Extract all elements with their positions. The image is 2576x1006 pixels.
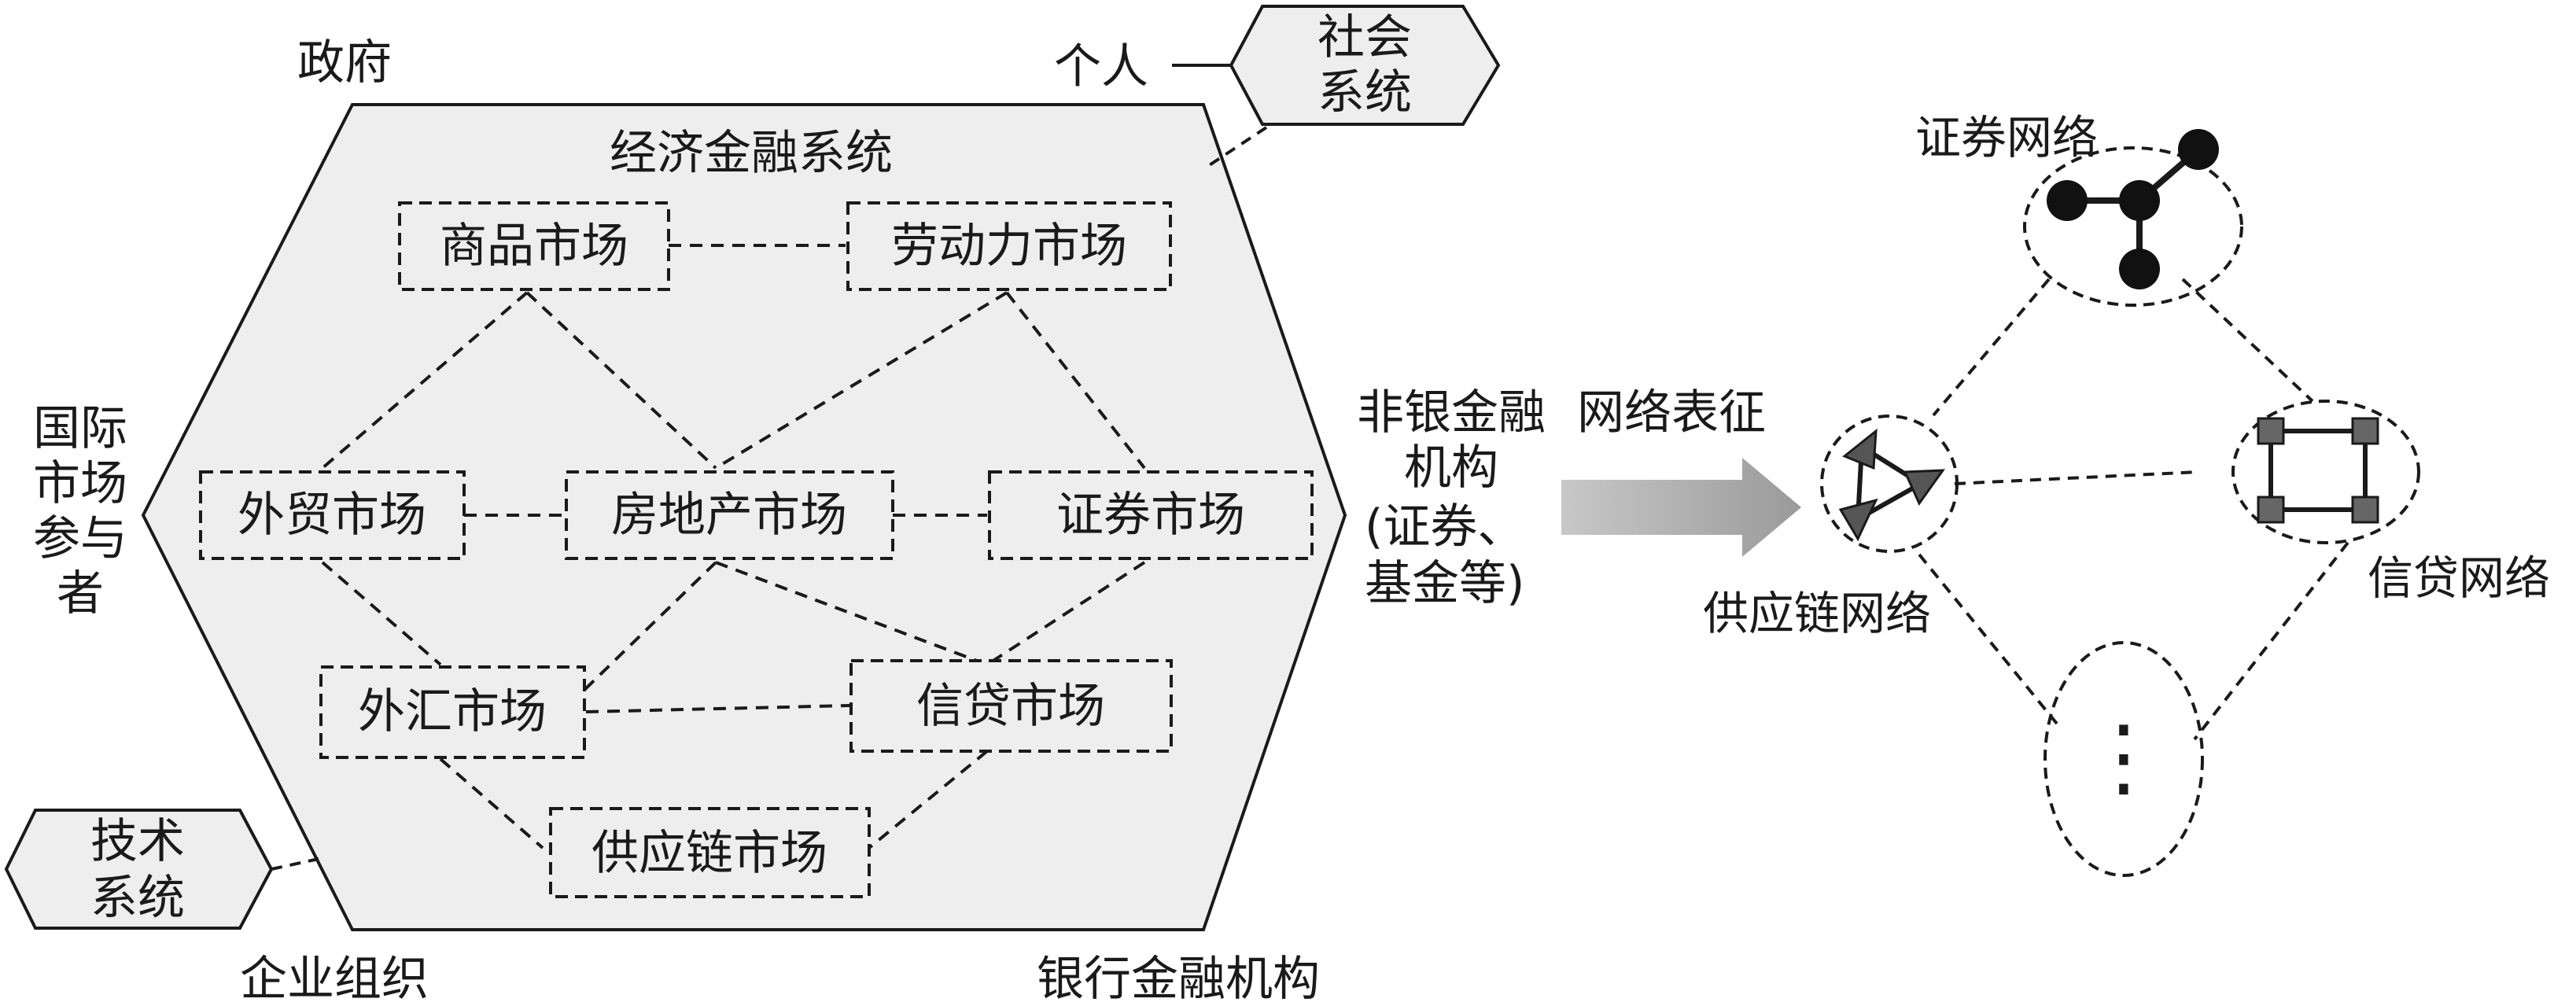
tech-system-line2: 系统 <box>90 871 185 926</box>
securities-network-cluster <box>2023 146 2243 307</box>
credit-node <box>2257 417 2285 445</box>
nonbank-line1: 非银金融 <box>1357 385 1546 440</box>
credit-node <box>2351 496 2379 524</box>
supply-node <box>1903 469 1946 506</box>
credit-network-label: 信贷网络 <box>2368 551 2550 605</box>
supply-market-box <box>549 807 871 898</box>
credit-network-graph <box>2257 417 2379 524</box>
supply-network-label: 供应链网络 <box>1703 587 1931 640</box>
arrow-label: 网络表征 <box>1577 385 1766 440</box>
goods-market-box <box>398 201 670 291</box>
tech-system-connector <box>271 857 319 871</box>
intl-participants-line2: 市场 <box>33 456 127 511</box>
government-label: 政府 <box>297 35 392 90</box>
supply-network-cluster <box>1820 415 1959 553</box>
supply-market-label: 供应链市场 <box>591 826 827 881</box>
enterprise-label: 企业组织 <box>240 952 429 1006</box>
nonbank-line3: (证券、 <box>1365 499 1524 555</box>
trade-market-label: 外贸市场 <box>238 488 426 543</box>
credit-node <box>2257 496 2285 524</box>
intl-participants-line4: 者 <box>57 566 104 621</box>
network-links <box>1918 278 2349 741</box>
social-system-connector <box>1202 126 1268 171</box>
credit-market-label: 信贷市场 <box>916 679 1105 734</box>
intl-participants-line1: 国际 <box>33 401 127 456</box>
supply-node <box>1842 428 1878 470</box>
social-system-line1: 社会 <box>1317 10 1412 65</box>
goods-market-label: 商品市场 <box>440 219 628 274</box>
credit-market-box <box>849 659 1173 753</box>
trade-market-box <box>199 470 466 560</box>
securities-network-graph <box>2047 129 2219 289</box>
other-network-cluster <box>2043 641 2204 877</box>
representation-arrow <box>1561 458 1801 557</box>
securities-market-box <box>988 470 1314 560</box>
realestate-market-label: 房地产市场 <box>611 488 847 543</box>
securities-node <box>2178 129 2219 170</box>
credit-network-cluster <box>2231 400 2420 544</box>
securities-node <box>2047 180 2088 221</box>
market-connectors <box>321 244 1146 849</box>
intl-participants-line3: 参与 <box>33 511 127 566</box>
supply-node <box>1838 498 1878 542</box>
securities-node <box>2119 249 2160 289</box>
tech-system-hexagon <box>4 809 274 930</box>
forex-market-box <box>319 665 586 759</box>
individual-label: 个人 <box>1054 39 1148 94</box>
nonbank-line4: 基金等) <box>1365 556 1524 611</box>
securities-network-label: 证券网络 <box>1915 111 2098 164</box>
bank-label: 银行金融机构 <box>1037 952 1320 1006</box>
nonbank-line2: 机构 <box>1404 440 1498 496</box>
realestate-market-box <box>565 470 894 560</box>
labor-market-label: 劳动力市场 <box>891 219 1127 274</box>
system-title: 经济金融系统 <box>610 126 893 181</box>
social-system-hexagon <box>1229 5 1501 126</box>
social-system-line2: 系统 <box>1317 65 1412 120</box>
credit-node <box>2351 417 2379 445</box>
labor-market-box <box>846 201 1172 291</box>
securities-node <box>2119 180 2160 221</box>
ellipsis-label: ⋮ <box>2080 706 2167 807</box>
supply-network-graph <box>1838 428 1946 542</box>
tech-system-line1: 技术 <box>90 814 185 869</box>
forex-market-label: 外汇市场 <box>358 684 547 739</box>
securities-market-label: 证券市场 <box>1056 488 1245 543</box>
